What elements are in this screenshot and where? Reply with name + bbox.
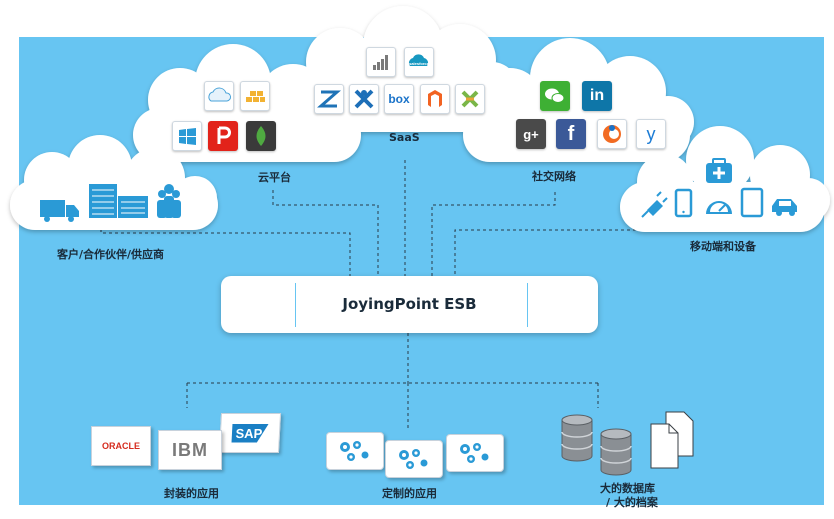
connector-lines xyxy=(100,160,701,430)
medical-kit-icon xyxy=(706,158,732,183)
google-plus-text: g+ xyxy=(523,126,539,142)
box-icon: box xyxy=(384,84,414,114)
gauge-icon xyxy=(706,201,732,214)
tablet-icon xyxy=(740,187,764,218)
linkedin-text: in xyxy=(589,87,605,104)
magento-icon xyxy=(420,84,450,114)
oracle-logo: ORACLE xyxy=(91,426,151,466)
yammer-icon: y xyxy=(636,119,666,149)
partners-label: 客户/合作伙伴/供应商 xyxy=(57,248,165,261)
cloud-platform-label: 云平台 xyxy=(258,171,291,184)
ibm-logo-text: IBM xyxy=(172,439,208,460)
car-icon xyxy=(772,199,797,216)
saas-label: SaaS xyxy=(389,131,420,144)
database-icon xyxy=(561,414,593,462)
custom-app-card xyxy=(385,440,443,478)
salesforce-icon: salesforce xyxy=(404,47,434,77)
esb-divider xyxy=(527,283,528,327)
phone-icon xyxy=(674,188,693,218)
custom-app-card xyxy=(326,432,384,470)
netsuite-icon xyxy=(455,84,485,114)
linkedin-icon: in xyxy=(582,81,612,111)
oracle-logo-text: ORACLE xyxy=(102,441,140,451)
esb-divider xyxy=(295,283,296,327)
zendesk-icon xyxy=(314,84,344,114)
big-data-label-line1: 大的数据库 xyxy=(600,482,655,495)
truck-icon xyxy=(40,200,79,222)
ibm-logo: IBM xyxy=(158,430,222,470)
esb-box: JoyingPoint ESB xyxy=(221,276,598,333)
plug-icon xyxy=(641,191,668,218)
cloud-storage-icon xyxy=(240,81,270,111)
yammer-text: y xyxy=(646,123,656,144)
parse-icon xyxy=(208,121,238,151)
windows-icon xyxy=(172,121,202,151)
salesforce-text: salesforce xyxy=(409,61,430,66)
box-text: box xyxy=(388,92,410,106)
constant-contact-icon xyxy=(597,119,627,149)
cloud-service-icon xyxy=(204,81,234,111)
people-icon xyxy=(157,184,181,218)
facebook-icon: f xyxy=(556,119,586,149)
mobile-label: 移动端和设备 xyxy=(690,240,756,253)
facebook-text: f xyxy=(567,122,575,145)
database-icon xyxy=(600,428,632,476)
esb-title: JoyingPoint ESB xyxy=(342,295,477,313)
bar-chart-icon xyxy=(366,47,396,77)
x-app-icon xyxy=(349,84,379,114)
document-icon xyxy=(650,411,694,469)
mongodb-icon xyxy=(246,121,276,151)
social-label: 社交网络 xyxy=(532,170,576,183)
google-plus-icon: g+ xyxy=(516,119,546,149)
packaged-apps-label: 封装的应用 xyxy=(164,487,219,500)
custom-app-card xyxy=(446,434,504,472)
big-data-label-line2: / 大的档案 xyxy=(606,496,658,509)
custom-apps-label: 定制的应用 xyxy=(382,487,437,500)
wechat-icon xyxy=(540,81,570,111)
